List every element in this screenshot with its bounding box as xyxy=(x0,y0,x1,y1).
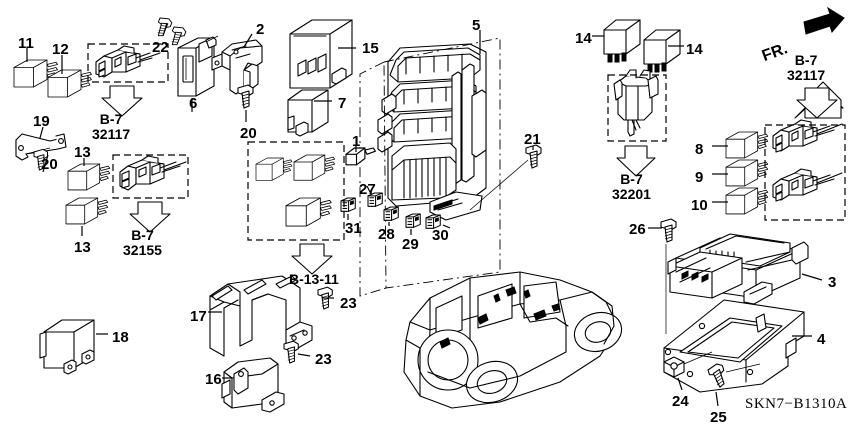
part-relay-b13-b xyxy=(293,154,335,181)
part-16-unit xyxy=(221,357,285,413)
callout-25: 25 xyxy=(710,409,727,425)
dashed-box-32117-a xyxy=(87,43,169,83)
callout-16: 16 xyxy=(205,371,222,388)
part-9-relay xyxy=(725,159,769,187)
part-7-relay xyxy=(287,89,329,137)
part-26-bolt xyxy=(660,218,677,243)
part-relay-b13-c xyxy=(285,197,332,227)
callout-28: 28 xyxy=(378,226,395,243)
part-31-clip xyxy=(340,197,356,212)
callout-21: 21 xyxy=(524,131,541,148)
dashed-box-b13-11 xyxy=(247,141,345,241)
callout-20: 20 xyxy=(41,156,58,173)
callout-27: 27 xyxy=(359,181,376,198)
callout-5: 5 xyxy=(472,17,481,34)
callout-13: 13 xyxy=(74,144,91,161)
part-28-clip xyxy=(383,206,399,221)
callout-14: 14 xyxy=(575,30,592,47)
part-22-bolt-b xyxy=(167,24,188,49)
part-12-relay xyxy=(47,69,92,98)
callout-1: 1 xyxy=(352,133,361,150)
drawing-code: SKN7−B1310A xyxy=(745,396,848,412)
arrow-up-32117-b xyxy=(794,81,844,119)
callout-23: 23 xyxy=(340,295,357,312)
callout-12: 12 xyxy=(52,41,69,58)
callout-8: 8 xyxy=(695,141,704,158)
callout-20: 20 xyxy=(240,125,257,142)
callout-14: 14 xyxy=(686,41,703,58)
assembly-32201 xyxy=(613,69,659,137)
callout-13: 13 xyxy=(74,239,91,256)
part-3-ecu xyxy=(667,233,809,305)
assembly-32117-b-upper xyxy=(772,119,843,153)
callout-11: 11 xyxy=(18,35,34,52)
group-ref-line1: B-13-11 xyxy=(289,271,339,287)
callout-6: 6 xyxy=(189,95,198,112)
part-5-fuse-relay-box xyxy=(377,43,487,221)
part-13-relay-b xyxy=(65,197,109,225)
callout-7: 7 xyxy=(338,95,347,112)
part-8-relay xyxy=(725,131,769,159)
callout-22: 22 xyxy=(152,39,169,56)
assembly-32155 xyxy=(119,155,187,191)
callout-30: 30 xyxy=(432,227,449,244)
group-ref-line1: B-7 xyxy=(99,111,123,127)
part-14-relay-b xyxy=(643,29,681,73)
group-ref-line2: 32117 xyxy=(92,125,131,142)
callout-2: 2 xyxy=(256,21,265,38)
group-ref-line1: B-7 xyxy=(131,227,154,243)
group-ref-line2: 32117 xyxy=(787,66,826,83)
part-relay-b13-a xyxy=(255,157,293,181)
part-2-bracket xyxy=(211,39,263,95)
part-10-relay xyxy=(725,187,769,215)
part-1-connector xyxy=(345,147,376,166)
arrow-down-32117-a xyxy=(101,85,143,117)
callout-3: 3 xyxy=(828,274,837,291)
callout-4: 4 xyxy=(817,331,826,348)
callout-24: 24 xyxy=(672,393,689,410)
callout-9: 9 xyxy=(695,169,704,186)
dashed-box-32201 xyxy=(607,74,667,142)
callout-15: 15 xyxy=(362,40,379,57)
part-24-nut xyxy=(663,356,685,378)
dashed-box-32117-b xyxy=(764,124,846,221)
part-15-module xyxy=(289,19,353,89)
part-20-bolt-b xyxy=(237,84,254,109)
part-4-ecu-tray xyxy=(663,299,805,393)
group-ref-g1311: B-13-11 xyxy=(289,272,339,287)
callout-17: 17 xyxy=(190,308,207,325)
fr-direction-arrow xyxy=(803,6,845,35)
assembly-32117-b-lower xyxy=(772,168,843,202)
part-13-relay-a xyxy=(67,163,111,191)
group-ref-line2: 32155 xyxy=(123,241,162,258)
group-ref-line2: 32201 xyxy=(612,185,651,202)
group-ref-line1: B-7 xyxy=(794,52,818,68)
group-ref-line1: B-7 xyxy=(620,171,643,187)
callout-31: 31 xyxy=(345,220,362,237)
arrow-down-32201 xyxy=(616,145,656,177)
callout-23: 23 xyxy=(315,351,332,368)
arrow-down-32155 xyxy=(129,201,171,233)
vehicle-illustration xyxy=(403,271,623,409)
callout-29: 29 xyxy=(402,236,419,253)
callout-10: 10 xyxy=(691,197,708,214)
part-6-control-unit xyxy=(177,36,217,97)
callout-26: 26 xyxy=(629,221,646,238)
part-29-clip xyxy=(405,213,421,228)
part-23-bolt-b xyxy=(283,340,299,364)
assembly-32117-a xyxy=(95,45,161,78)
callout-19: 19 xyxy=(33,113,50,130)
part-14-relay-a xyxy=(603,19,641,63)
arrow-down-b13-11 xyxy=(291,243,333,275)
part-18-control-unit xyxy=(39,319,95,375)
dashed-box-32155 xyxy=(112,154,189,199)
callout-18: 18 xyxy=(112,329,129,346)
